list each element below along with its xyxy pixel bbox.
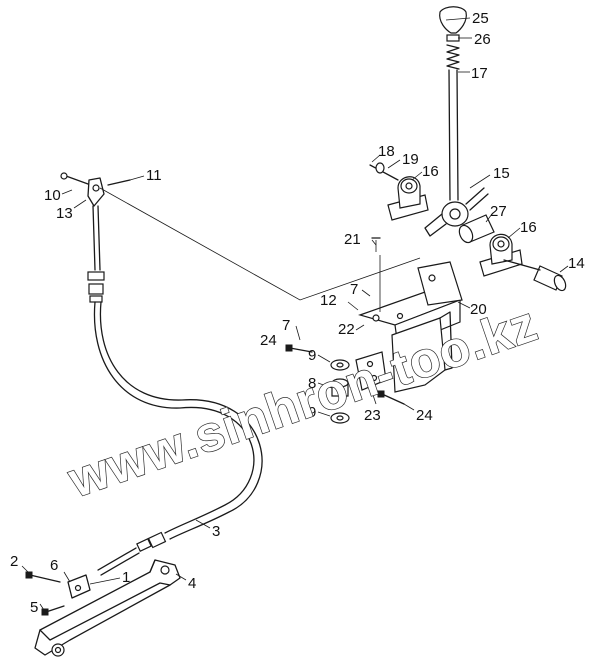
callout-16-left: 16 (422, 163, 439, 180)
callout-24-right: 24 (416, 407, 433, 424)
watermark: www.sinhron-too.kz (61, 295, 545, 508)
callout-25: 25 (472, 10, 489, 27)
callout-3: 3 (212, 523, 220, 540)
mounting-bracket (358, 237, 463, 393)
callout-16-right: 16 (520, 219, 537, 236)
callout-10: 10 (44, 187, 61, 204)
callout-4: 4 (188, 575, 196, 592)
callout-12: 12 (320, 292, 337, 309)
bushing-stack (285, 344, 405, 424)
callout-27: 27 (490, 203, 507, 220)
callout-22: 22 (338, 321, 355, 338)
pivot-bracket-left (369, 162, 429, 221)
leader-lines (21, 17, 569, 611)
callout-2: 2 (10, 553, 18, 570)
callout-19: 19 (402, 151, 419, 168)
callout-21: 21 (344, 231, 361, 248)
callout-24-left: 24 (260, 332, 277, 349)
pivot-bracket-right (479, 233, 567, 292)
callout-7-lower: 7 (282, 317, 290, 334)
callout-15: 15 (493, 165, 510, 182)
callout-9-upper: 9 (308, 347, 316, 364)
callout-18: 18 (378, 143, 395, 160)
callout-13: 13 (56, 205, 73, 222)
callout-1: 1 (122, 569, 130, 586)
callout-8: 8 (308, 375, 316, 392)
callout-14: 14 (568, 255, 585, 272)
callout-7-upper: 7 (350, 281, 358, 298)
callout-5: 5 (30, 599, 38, 616)
callout-26: 26 (474, 31, 491, 48)
callout-23: 23 (364, 407, 381, 424)
callout-11: 11 (146, 167, 162, 184)
callout-20: 20 (470, 301, 487, 318)
callout-6: 6 (50, 557, 58, 574)
callout-labels: 25 26 17 18 19 16 15 27 16 14 21 7 12 20… (10, 10, 585, 616)
callout-17: 17 (471, 65, 488, 82)
bolt-hardware (25, 172, 131, 616)
control-cable (87, 177, 421, 576)
callout-9-lower: 9 (308, 404, 316, 421)
pedal-lever (34, 559, 181, 657)
